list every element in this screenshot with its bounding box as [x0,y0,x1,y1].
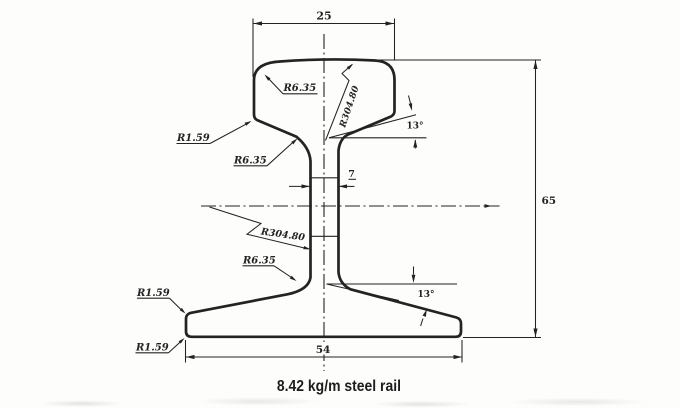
dim-overall-height: 65 [374,59,557,339]
drawing-line [420,318,424,327]
leader-line [209,206,309,250]
dim-foot-width-value: 54 [316,344,331,356]
arrowhead [264,74,271,81]
head-crown-radius-label: R304.80 [338,84,362,130]
scan-noise-band [0,397,680,408]
foot-top-corner-radius-label: R1.59 [136,288,170,299]
arrowhead [301,184,310,189]
arrowhead [533,60,538,69]
dim-foot-width-text-backing [316,342,331,355]
angle-head-underside-value: 13° [406,121,423,131]
arrowhead [411,274,416,283]
dim-foot-width: 54 [184,340,463,363]
arrowhead [413,139,418,148]
web-radius-label: R304.80 [259,226,306,243]
arrowhead [338,184,347,189]
arrowhead [253,21,262,26]
leader-foot-web-fillet-radius: R6.35 [242,256,297,281]
rail-profile-outline [184,58,463,339]
leader-web-radius: R304.80 [209,206,311,250]
drawing-line [328,114,417,139]
head-underside-fillet-radius-label: R6.35 [233,156,267,167]
arrowhead [178,338,185,344]
arrowhead [422,309,427,317]
leader-foot-top-corner-radius: R1.59 [136,288,186,314]
angle-head-underside: 13° [328,95,427,149]
angle-foot-top-value: 13° [417,290,434,300]
arrowhead [186,354,195,360]
arrowhead [179,307,186,314]
arrowhead [291,138,298,145]
dim-head-width: 25 [252,10,396,77]
drawing-line [326,283,400,302]
head-side-corner-radius-label: R1.59 [176,133,210,144]
drawing-line [266,139,296,167]
leader-head-side-corner-radius: R1.59 [176,121,252,145]
head-top-corner-radius-label: R6.35 [283,83,317,94]
arrowhead [244,121,252,126]
arrowhead [453,354,462,360]
leader-foot-bottom-corner-radius: R1.59 [135,338,185,354]
dim-overall-height-value: 65 [542,195,557,207]
dim-web-thickness-value: 7 [348,169,355,180]
leader-head-underside-fillet-radius: R6.35 [233,138,298,167]
arrowhead [346,63,354,70]
foot-bottom-corner-radius-label: R1.59 [135,343,169,354]
figure-caption: 8.42 kg/m steel rail [276,378,402,395]
drawing-line [407,95,412,104]
arrowhead [533,328,538,337]
arrowhead [289,275,297,281]
dim-web-thickness: 7 [289,169,356,189]
leader-line [325,64,353,141]
arrowhead [303,246,311,250]
drawing-line [209,121,250,144]
arrowhead [385,21,394,26]
arrowhead [408,103,413,111]
leader-head-crown-radius: R304.80 [325,63,362,141]
foot-web-fillet-radius-label: R6.35 [242,256,276,267]
dim-head-width-value: 25 [316,10,331,23]
centerline-arrowhead [484,204,492,208]
angle-foot-top: 13° [326,266,457,327]
leader-head-top-corner-radius: R6.35 [264,74,318,95]
